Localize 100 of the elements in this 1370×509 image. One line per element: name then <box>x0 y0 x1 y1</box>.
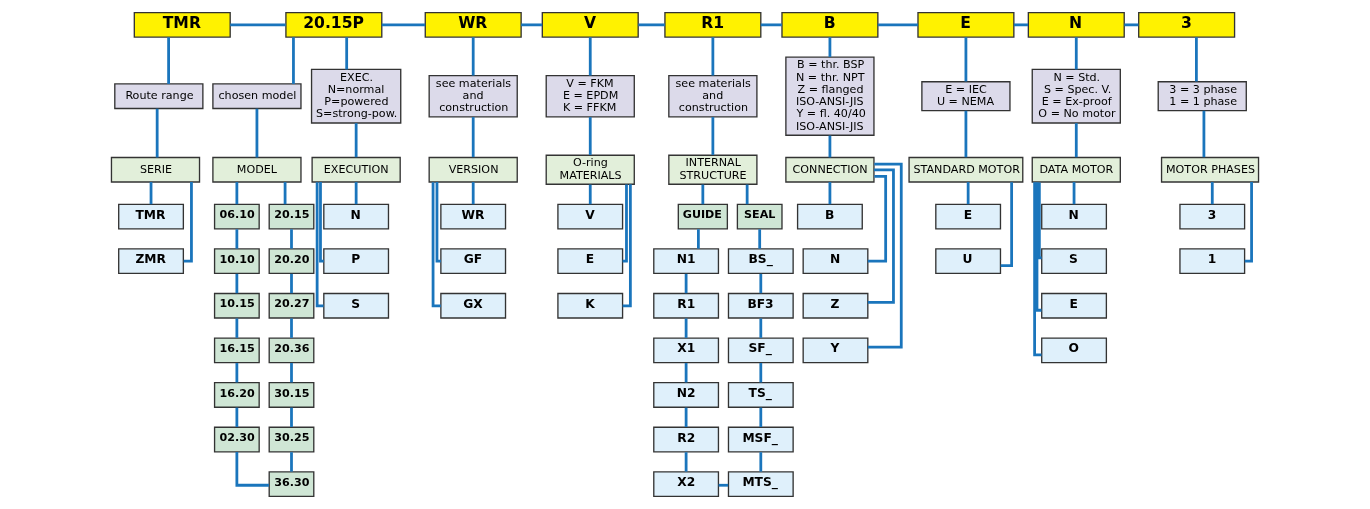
connector <box>588 184 592 205</box>
node-box: MSF_ <box>727 426 794 453</box>
connector <box>1210 182 1214 205</box>
connector <box>290 273 293 294</box>
node-box: SF_ <box>727 337 794 364</box>
node-box: EXEC. N=normal P=powered S=strong-pow. <box>310 68 402 124</box>
node-box: 3 = 3 phase 1 = 1 phase <box>1157 81 1247 112</box>
connector <box>759 273 763 294</box>
connector <box>167 37 170 84</box>
connector <box>1037 182 1043 260</box>
node-box: GF <box>440 248 507 275</box>
node-box: B <box>796 203 863 230</box>
node-box: V <box>557 203 624 230</box>
connector <box>1033 182 1042 357</box>
node-box: E <box>1041 292 1108 319</box>
node-box: E <box>557 248 624 275</box>
node-box: TMR <box>118 203 185 230</box>
node-box: O <box>1041 337 1108 364</box>
node-box: WR <box>424 11 522 38</box>
connector <box>235 229 239 249</box>
node-box: TS_ <box>727 382 794 408</box>
node-box: 20.27 <box>268 292 315 319</box>
connector <box>828 135 832 158</box>
node-box: see materials and construction <box>668 74 758 118</box>
connector <box>235 318 239 338</box>
node-box: 36.30 <box>268 471 315 498</box>
node-box: O-ring MATERIALS <box>545 154 635 185</box>
connector <box>697 229 700 249</box>
connector <box>290 363 293 383</box>
connector <box>1074 37 1078 70</box>
connector <box>759 318 763 338</box>
node-box: N2 <box>653 382 720 408</box>
connector <box>292 37 295 84</box>
node-box: Z <box>802 292 869 319</box>
node-box: CONNECTION <box>785 156 875 183</box>
connector <box>868 162 903 349</box>
connector <box>283 182 287 205</box>
node-box: N = Std. S = Spec. V. E = Ex-proof O = No motor <box>1031 68 1121 124</box>
node-box: N <box>323 203 390 230</box>
connector <box>319 182 324 263</box>
connector <box>711 37 715 76</box>
node-box: 3 <box>1138 11 1236 38</box>
connector <box>622 184 628 263</box>
node-box: 30.15 <box>268 382 315 408</box>
node-box: R2 <box>653 426 720 453</box>
node-box: R1 <box>653 292 720 319</box>
node-box: N <box>1041 203 1108 230</box>
connector <box>235 363 239 383</box>
connector <box>964 37 968 82</box>
node-box: BF3 <box>727 292 794 319</box>
node-box: 20.20 <box>268 248 315 275</box>
node-box: WR <box>440 203 507 230</box>
node-box: S <box>1041 248 1108 275</box>
connector <box>354 182 358 205</box>
node-box: VERSION <box>428 156 518 183</box>
connector <box>684 273 688 294</box>
node-box: Route range <box>114 83 204 110</box>
node-box: chosen model <box>212 83 302 110</box>
connector <box>759 363 763 383</box>
node-box: 16.20 <box>213 382 260 408</box>
node-box: BS_ <box>727 248 794 275</box>
node-box: X1 <box>653 337 720 364</box>
node-box: K <box>557 292 624 319</box>
connector <box>354 123 358 158</box>
node-box: GUIDE <box>677 203 729 230</box>
node-box: GX <box>440 292 507 319</box>
node-box: 30.25 <box>268 426 315 453</box>
connector <box>588 37 592 76</box>
connector <box>255 108 259 158</box>
connector <box>235 182 239 205</box>
node-box: EXECUTION <box>311 156 401 183</box>
connector <box>759 407 763 427</box>
connector <box>1195 37 1198 82</box>
connector <box>471 117 475 158</box>
connector <box>290 318 293 338</box>
connector <box>877 23 918 27</box>
connector <box>1014 23 1028 27</box>
node-box: E = IEC U = NEMA <box>921 81 1011 112</box>
connector <box>828 37 832 57</box>
node-box: TMR <box>133 11 231 38</box>
connector <box>745 184 749 205</box>
connector <box>183 182 193 263</box>
connector <box>1202 110 1206 158</box>
connector <box>684 318 688 338</box>
node-box: E <box>917 11 1015 38</box>
node-box: B = thr. BSP N = thr. NPT Z = flanged ISO-ANSI-JIS Y = fl. 40/40 ISO-ANSI-JIS <box>785 56 875 136</box>
connector <box>701 184 705 205</box>
connector <box>235 452 269 487</box>
node-box: MOTOR PHASES <box>1160 156 1260 183</box>
connector <box>1124 23 1139 27</box>
connector <box>759 452 763 472</box>
connector <box>381 23 426 27</box>
node-box: INTERNAL STRUCTURE <box>668 154 758 185</box>
connector <box>435 182 441 263</box>
connector <box>718 483 729 487</box>
node-box: S <box>323 292 390 319</box>
node-box: N <box>802 248 869 275</box>
connector <box>684 452 688 472</box>
connector <box>1000 182 1013 268</box>
node-box: STANDARD MOTOR <box>908 156 1024 183</box>
